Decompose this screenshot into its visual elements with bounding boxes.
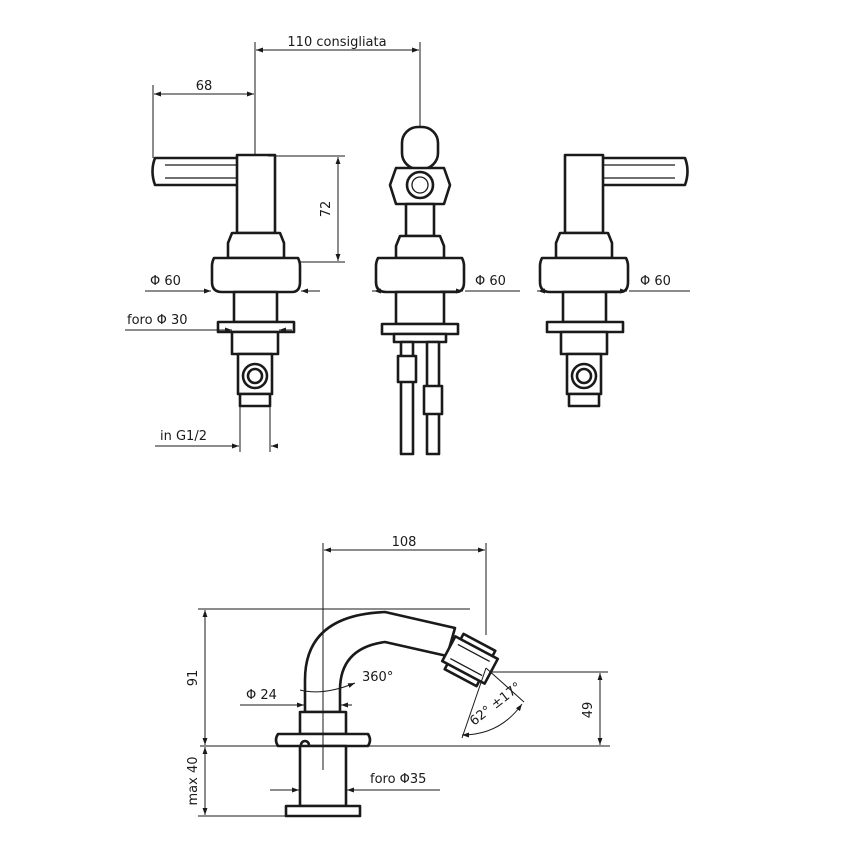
outlet-height-label: 49 — [581, 702, 596, 719]
center-washer — [380, 322, 460, 336]
handle-height-label: 72 — [319, 201, 334, 218]
hose-connector-right — [422, 384, 444, 416]
center-shank — [394, 290, 446, 326]
left-handle-valve — [151, 153, 302, 408]
center-flange-diameter-label: Φ 60 — [475, 274, 506, 289]
left-lock-nut — [230, 330, 280, 356]
spout-front-neck — [404, 202, 436, 238]
spout-aerator — [440, 632, 500, 688]
left-handle-body — [235, 153, 277, 235]
center-lock-nut — [392, 332, 448, 344]
right-washer — [545, 320, 625, 334]
spacing-label: 110 consigliata — [287, 35, 386, 50]
mounting-hole-label: foro Φ 30 — [127, 313, 188, 328]
left-hex-nut — [226, 231, 286, 260]
side-mounting-hole-label: foro Φ35 — [370, 772, 426, 787]
handle-reach-label: 68 — [196, 79, 213, 94]
total-height-label: 91 — [186, 670, 201, 687]
spout-front-top — [400, 125, 440, 171]
front-dimensions: 110 consigliata 68 72 Φ 60 Φ 60 Φ 60 for… — [125, 35, 690, 452]
left-flange-diameter-label: Φ 60 — [150, 274, 181, 289]
center-spout-valve — [374, 125, 466, 456]
spout-curved-tube — [303, 610, 457, 714]
right-flange — [538, 256, 630, 294]
hose-connector-left — [396, 354, 418, 384]
swivel-label: 360° — [362, 670, 393, 685]
left-shank — [232, 290, 279, 324]
right-shank — [561, 290, 608, 324]
spout-front-hex-nut — [394, 234, 446, 260]
left-inlet-thread — [238, 392, 272, 408]
spout-side-washer — [284, 804, 362, 818]
body-diameter-label: Φ 24 — [246, 688, 277, 703]
right-hex-nut — [554, 231, 614, 260]
left-flange — [210, 256, 302, 294]
right-handle-body — [563, 153, 605, 235]
right-inlet-thread — [567, 392, 601, 408]
center-flange — [374, 256, 466, 294]
side-dimensions: 108 91 360° Φ 24 62° ±17° 49 max 40 foro… — [186, 535, 610, 817]
right-flange-diameter-label: Φ 60 — [640, 274, 671, 289]
right-lock-nut — [559, 330, 609, 356]
spout-projection-label: 108 — [392, 535, 417, 550]
max-thickness-label: max 40 — [186, 757, 201, 806]
inlet-thread-label: in G1/2 — [160, 429, 207, 444]
right-handle-valve — [538, 153, 689, 408]
